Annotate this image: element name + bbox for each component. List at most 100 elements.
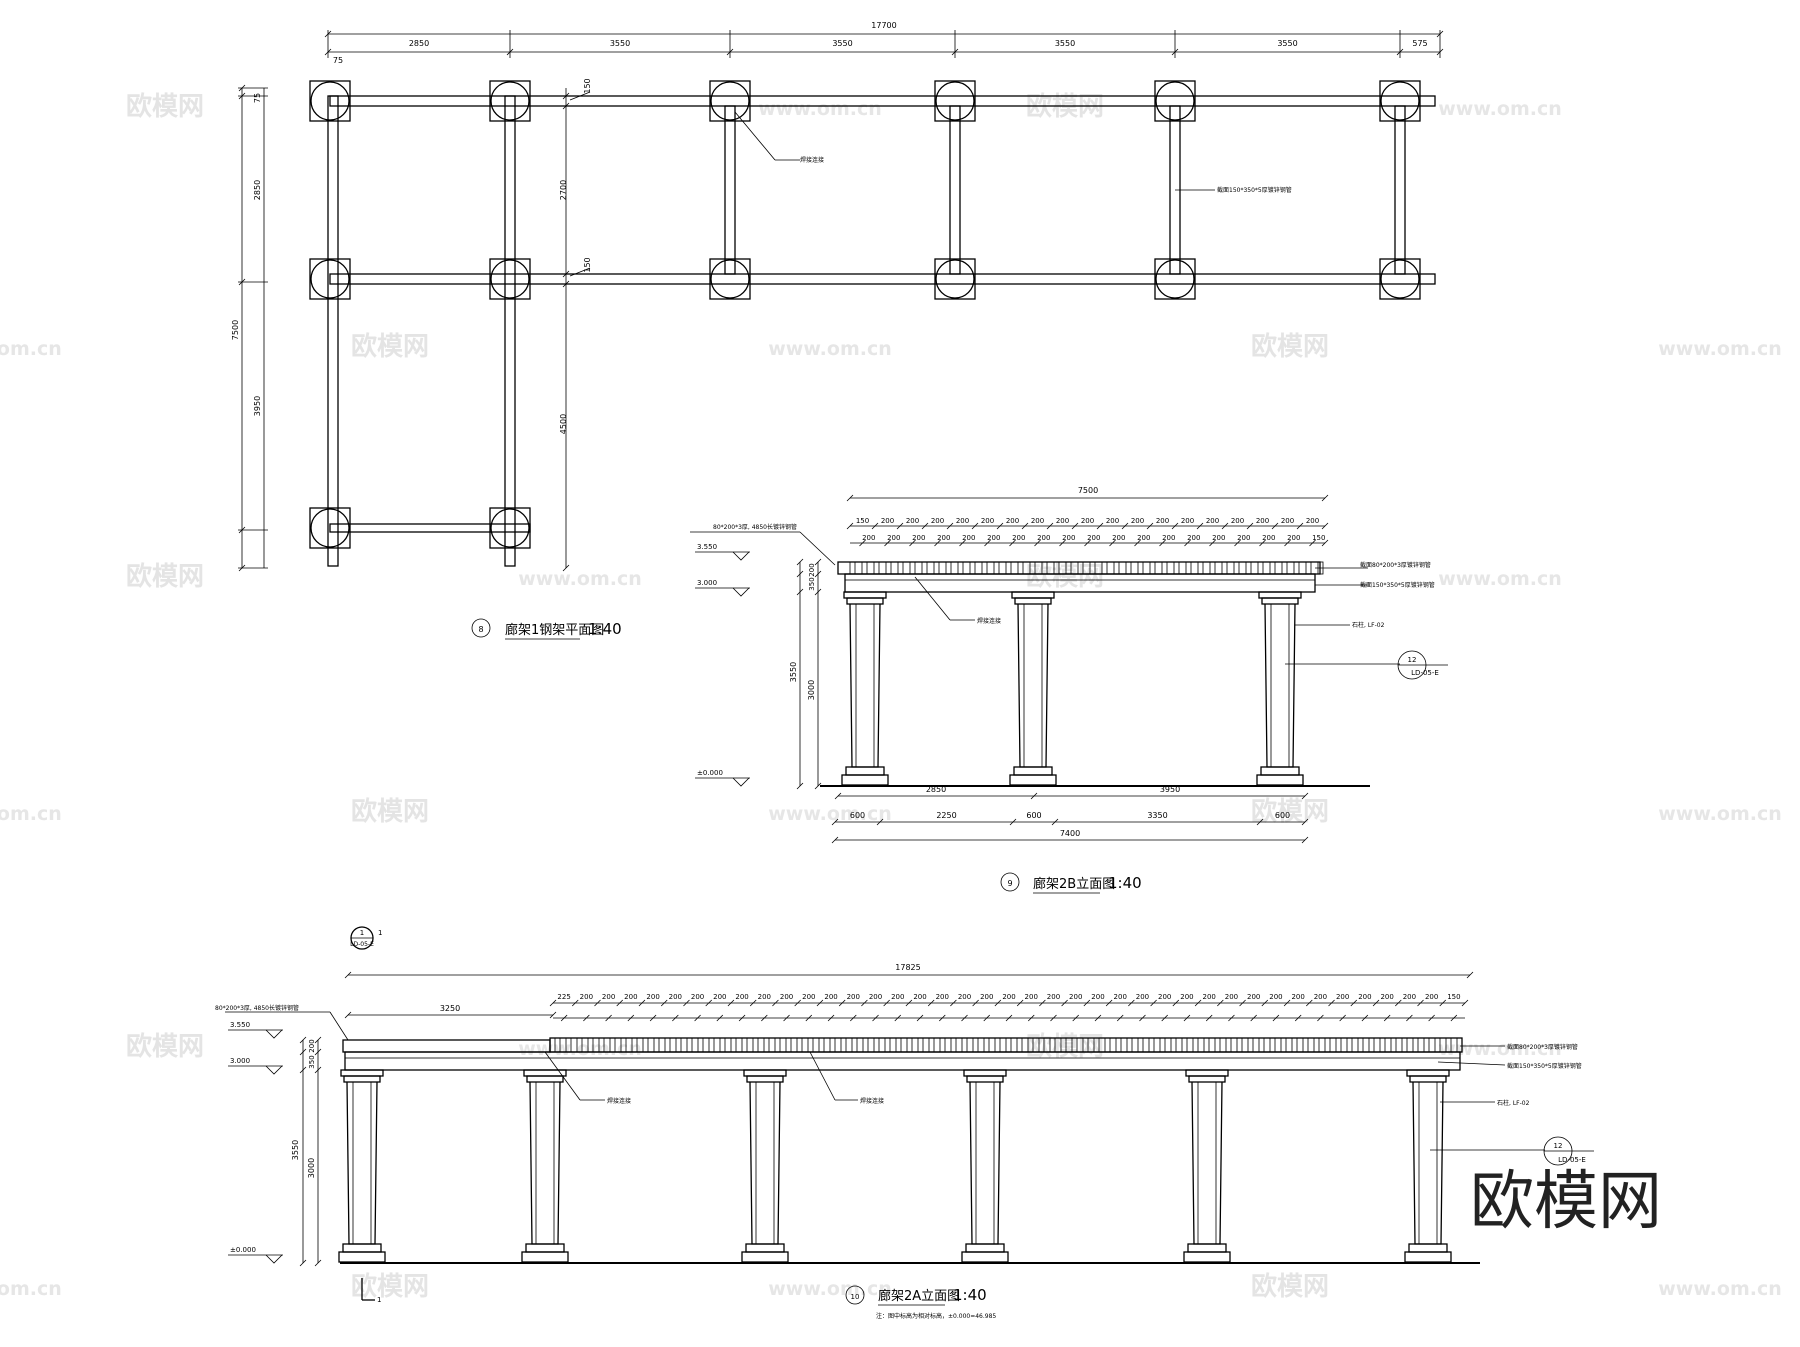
rafter-end [1185, 561, 1192, 575]
dim-tick [1105, 999, 1113, 1007]
dim-tick [814, 782, 822, 790]
dim-tick [961, 1014, 968, 1022]
dim-tick [934, 539, 941, 547]
dim-tick [1221, 522, 1229, 530]
dim-tick [783, 1014, 790, 1022]
beam-middle [329, 273, 1436, 285]
dim-tick [796, 588, 804, 596]
dim-rafter: 200 [669, 993, 682, 1001]
rafter-end [906, 1037, 913, 1053]
dim-tick [299, 1048, 307, 1056]
level-triangle [732, 777, 750, 787]
dim-tick [761, 1014, 768, 1022]
dim-tick [1039, 999, 1046, 1007]
dim-tick [1209, 539, 1216, 547]
rafter-end [1335, 1037, 1342, 1053]
dim-tick [727, 999, 735, 1007]
column-base-ring [342, 1243, 382, 1253]
dim-tick [1321, 522, 1329, 530]
dim-tick [834, 792, 842, 800]
dim-rafter-top: 200 [1056, 517, 1069, 525]
dim-bottom2: 3350 [1147, 811, 1167, 820]
dim-tick [1321, 539, 1329, 547]
dim-offset: 75 [333, 56, 343, 65]
column-circle [710, 81, 750, 121]
dim-tick [1009, 539, 1016, 547]
ref-number: 12 [1554, 1142, 1563, 1150]
note-rafter-section: 截面80*200*3厚镀锌钢管 [1360, 561, 1431, 569]
dim-rafter-top: 200 [931, 517, 944, 525]
dim-tick [1317, 1014, 1324, 1022]
dim-rafter: 200 [1358, 993, 1371, 1001]
dim-h-350: 350 [308, 1055, 316, 1068]
dim-tick [1428, 1014, 1435, 1022]
dim-tick [1228, 1014, 1235, 1022]
dim-tick [971, 522, 979, 530]
dim-tick [1284, 539, 1291, 547]
watermark-site: www.om.cn [1438, 98, 1562, 120]
beam-bottom [329, 523, 531, 533]
level-triangle [265, 1254, 283, 1264]
dim-tick [299, 1036, 307, 1044]
rafter-end [697, 1037, 704, 1053]
dim-rafter: 200 [602, 993, 615, 1001]
rafter-end [1390, 1037, 1397, 1053]
column-base-ring [525, 1243, 565, 1253]
dim-rafter: 200 [913, 993, 926, 1001]
dim-rafter-top: 200 [1131, 517, 1144, 525]
dim-tick [1239, 999, 1246, 1007]
dim-span: 2850 [409, 39, 429, 48]
level-label: 3.000 [230, 1057, 250, 1065]
watermark-site: www.om.cn [768, 338, 892, 360]
dim-tick [672, 1014, 679, 1022]
note-weld-2: 焊接连接 [860, 1097, 884, 1105]
dim-tick [1309, 539, 1316, 547]
beam-top [329, 95, 1436, 107]
elev10-scale: 1:40 [953, 1286, 987, 1304]
dim-tick [883, 999, 890, 1007]
dim-left-span-label: 3250 [440, 1004, 460, 1013]
rafter-end [1257, 561, 1264, 575]
watermark-brand: 欧模网 [351, 796, 429, 827]
elev10-title: 廊架2A立面图 [878, 1288, 960, 1304]
dim-h-3000: 3000 [307, 1158, 316, 1178]
level-label: 3.000 [697, 579, 717, 587]
rafter-end [1357, 1037, 1364, 1053]
dim-tick [1109, 539, 1116, 547]
watermark-brand: 欧模网 [126, 1031, 204, 1062]
dim-rafter: 200 [1002, 993, 1015, 1001]
dim-tick [816, 999, 824, 1007]
rafter-end [796, 1037, 803, 1053]
dim-rafter-bottom: 200 [1212, 534, 1225, 542]
dim-tick [1059, 539, 1066, 547]
dim-tick [549, 999, 557, 1007]
dim-tick [796, 782, 804, 790]
dim-rafter: 200 [1025, 993, 1038, 1001]
dim-rafter-top: 200 [981, 517, 994, 525]
rafter-end [774, 1037, 781, 1053]
level-label: 3.550 [230, 1021, 250, 1029]
dim-tick [772, 999, 779, 1007]
column-base [1379, 80, 1421, 122]
column-shaft [529, 1081, 561, 1245]
column-plinth [338, 1251, 386, 1263]
dim-rafter: 200 [713, 993, 726, 1001]
title-number: 9 [1007, 879, 1012, 888]
rafter-end [1137, 1037, 1144, 1053]
dim-rafter-top: 150 [856, 517, 869, 525]
watermark-site: www.om.cn [768, 803, 892, 825]
note-weld-1: 焊接连接 [607, 1097, 631, 1105]
rafter-end [675, 1037, 682, 1053]
column-base [309, 80, 351, 122]
dim-rafter: 200 [847, 993, 860, 1001]
dim-tick [562, 564, 570, 572]
leader-weld-2 [809, 1051, 836, 1101]
column-capital [963, 1069, 1007, 1077]
column-circle [490, 259, 530, 299]
title-circle [471, 618, 491, 638]
dim-tick [562, 92, 570, 100]
dim-rafter-top: 200 [906, 517, 919, 525]
column-capital-ring [1188, 1075, 1226, 1083]
dim-tick [1184, 539, 1191, 547]
dim-rafter-bottom: 200 [1037, 534, 1050, 542]
